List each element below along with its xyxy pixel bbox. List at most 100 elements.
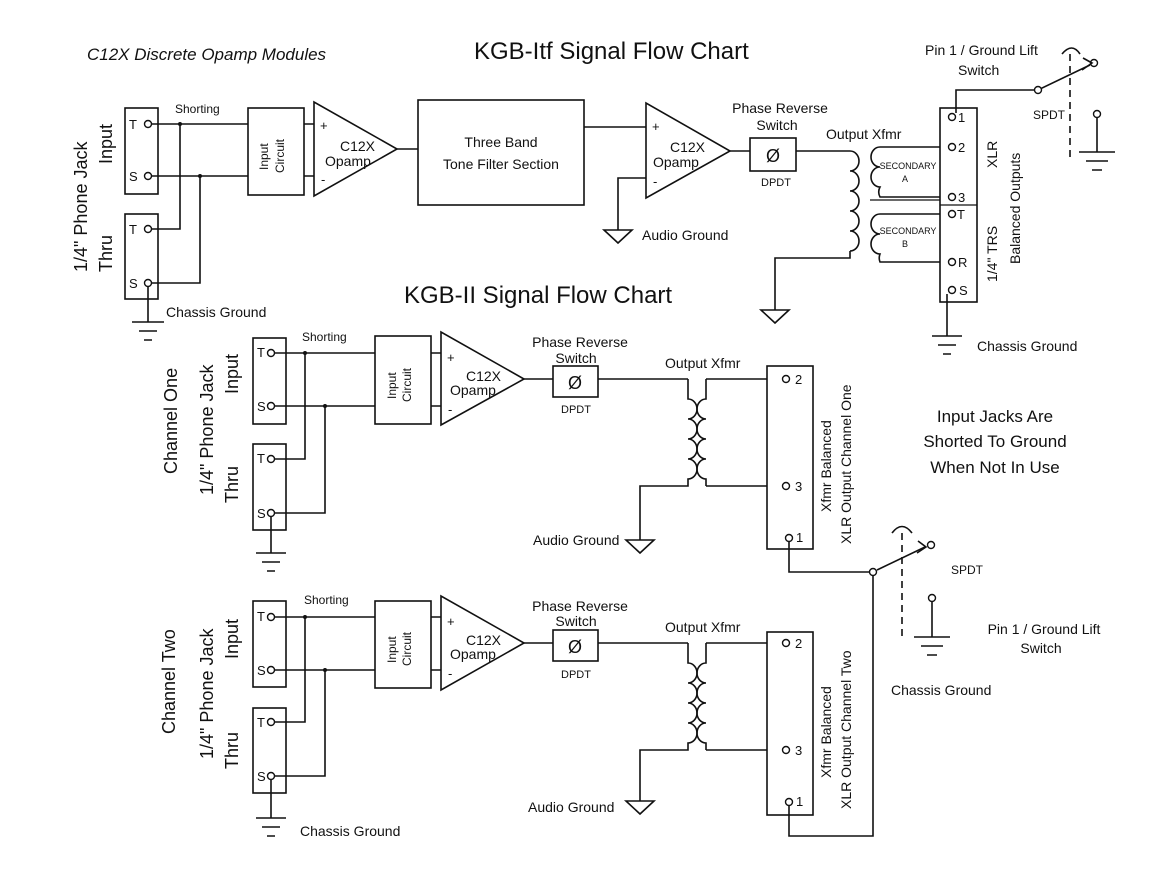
ch1-audio-ground: Audio Ground bbox=[533, 532, 619, 548]
ch1-thru-tip: T bbox=[257, 451, 265, 466]
ch2-phase-label-2: Switch bbox=[555, 613, 596, 629]
ii-lift-switch-lever[interactable] bbox=[876, 546, 926, 571]
ch2-opamp bbox=[440, 594, 526, 692]
ch1-opamp bbox=[440, 330, 526, 427]
itf-input-tip-label: T bbox=[129, 117, 137, 132]
itf-sec-b-label: SECONDARY bbox=[880, 226, 937, 236]
itf-opamp-1-plus: + bbox=[320, 118, 328, 133]
ch2-pin1: 1 bbox=[796, 794, 803, 809]
ch2-input-label: Input bbox=[222, 619, 242, 659]
ii-chassis-ground: Chassis Ground bbox=[891, 682, 991, 698]
note: Input Jacks Are Shorted To Ground When N… bbox=[923, 407, 1066, 477]
itf-pin3-label: 3 bbox=[958, 190, 965, 205]
channel-two-section: Channel Two 1/4" Phone Jack Input Thru T… bbox=[159, 593, 854, 839]
note-line-1: Input Jacks Are bbox=[937, 407, 1053, 426]
ch2-output-connector bbox=[766, 631, 814, 816]
ch1-xlr-output-label: XLR Output Channel One bbox=[838, 384, 854, 544]
itf-pin2-label: 2 bbox=[958, 140, 965, 155]
ch1-phase-label-1: Phase Reverse bbox=[532, 334, 628, 350]
itf-input-circuit bbox=[247, 107, 305, 196]
ch1-shorting-label: Shorting bbox=[302, 330, 347, 344]
ch1-opamp-plus: + bbox=[447, 350, 455, 365]
itf-thru-jack bbox=[124, 213, 159, 300]
itf-input-circuit-label-2: Circuit bbox=[273, 138, 287, 173]
ch1-phase-switch[interactable] bbox=[552, 365, 599, 398]
ch1-dpdt-label: DPDT bbox=[561, 404, 591, 416]
itf-sec-b-letter: B bbox=[902, 239, 908, 249]
itf-opamp-2-label-2: Opamp bbox=[653, 154, 699, 170]
itf-tone-label-1: Three Band bbox=[464, 134, 537, 150]
ch2-xlr-output-label: XLR Output Channel Two bbox=[838, 650, 854, 809]
ch2-opamp-minus: - bbox=[448, 666, 452, 681]
ch2-thru-sleeve: S bbox=[257, 769, 266, 784]
ch2-dpdt-label: DPDT bbox=[561, 669, 591, 681]
itf-dpdt-label: DPDT bbox=[761, 177, 791, 189]
ch1-opamp-minus: - bbox=[448, 402, 452, 417]
ch2-chassis-ground: Chassis Ground bbox=[300, 823, 400, 839]
ch1-output-connector bbox=[766, 365, 814, 550]
itf-shorting-label: Shorting bbox=[175, 102, 220, 116]
ch2-xfmr-label: Output Xfmr bbox=[665, 619, 741, 635]
itf-phase-label-2: Switch bbox=[756, 117, 797, 133]
itf-opamp-2-plus: + bbox=[652, 119, 660, 134]
ii-ground-lift: SPDT Chassis Ground Pin 1 / Ground Lift … bbox=[788, 525, 1101, 837]
itf-sec-a-label: SECONDARY bbox=[880, 161, 937, 171]
ch2-input-tip: T bbox=[257, 609, 265, 624]
itf-opamp-2 bbox=[645, 101, 732, 200]
itf-lift-switch-lever[interactable] bbox=[955, 64, 1091, 113]
ch2-thru-tip: T bbox=[257, 715, 265, 730]
itf-opamp-2-label-1: C12X bbox=[670, 139, 706, 155]
ch2-opamp-label-1: C12X bbox=[466, 632, 502, 648]
itf-sec-a-letter: A bbox=[902, 174, 908, 184]
itf-thru-sleeve-label: S bbox=[129, 276, 138, 291]
ch2-thru-label: Thru bbox=[222, 732, 242, 769]
itf-input-circuit-label-1: Input bbox=[257, 143, 271, 170]
itf-opamp-1 bbox=[313, 100, 399, 198]
itf-section: 1/4" Phone Jack Input Thru T S T S Short… bbox=[71, 42, 1115, 355]
ch1-input-circuit-label-1: Input bbox=[385, 372, 399, 399]
ch1-input-tip: T bbox=[257, 345, 265, 360]
ch2-phase-switch[interactable] bbox=[552, 629, 599, 662]
itf-phase-label-1: Phase Reverse bbox=[732, 100, 828, 116]
itf-xfmr-label: Output Xfmr bbox=[826, 126, 902, 142]
itf-lift-label-2: Switch bbox=[958, 62, 999, 78]
ch2-phase-label-1: Phase Reverse bbox=[532, 598, 628, 614]
ch1-phase-label-2: Switch bbox=[555, 350, 596, 366]
ch1-phone-jack-label: 1/4" Phone Jack bbox=[197, 364, 217, 495]
itf-output-chassis-ground: Chassis Ground bbox=[977, 338, 1077, 354]
ch1-input-circuit-label-2: Circuit bbox=[400, 367, 414, 402]
itf-input-jack bbox=[124, 107, 159, 195]
itf-trs-t-label: T bbox=[957, 207, 965, 222]
channel-one-section: Channel One 1/4" Phone Jack Input Thru T… bbox=[161, 330, 854, 572]
itf-lift-label-1: Pin 1 / Ground Lift bbox=[925, 42, 1038, 58]
ch1-thru-label: Thru bbox=[222, 466, 242, 503]
ch2-input-circuit-label-2: Circuit bbox=[400, 631, 414, 666]
itf-opamp-1-minus: - bbox=[321, 172, 325, 187]
ch1-input-label: Input bbox=[222, 354, 242, 394]
ch2-phase-symbol: Ø bbox=[568, 637, 582, 657]
ch2-opamp-label-2: Opamp bbox=[450, 646, 496, 662]
itf-trs-r-label: R bbox=[958, 255, 967, 270]
ch1-opamp-label-2: Opamp bbox=[450, 382, 496, 398]
ch1-pin3: 3 bbox=[795, 479, 802, 494]
channel-one-label: Channel One bbox=[161, 368, 181, 474]
ch1-thru-sleeve: S bbox=[257, 506, 266, 521]
itf-phase-switch[interactable] bbox=[749, 137, 797, 172]
itf-phase-symbol: Ø bbox=[766, 146, 780, 166]
itf-balanced-outputs-label: Balanced Outputs bbox=[1007, 153, 1023, 264]
ch2-phone-jack-label: 1/4" Phone Jack bbox=[197, 628, 217, 759]
itf-pin1-label: 1 bbox=[958, 110, 965, 125]
ch1-opamp-label-1: C12X bbox=[466, 368, 502, 384]
ch1-pin1: 1 bbox=[796, 530, 803, 545]
ch1-xfmr-balanced-label: Xfmr Balanced bbox=[818, 420, 834, 512]
ch2-input-circuit-label-1: Input bbox=[385, 636, 399, 663]
itf-audio-ground-label: Audio Ground bbox=[642, 227, 728, 243]
itf-xlr-label: XLR bbox=[984, 141, 1000, 168]
ch2-xfmr-balanced-label: Xfmr Balanced bbox=[818, 686, 834, 778]
ch2-pin3: 3 bbox=[795, 743, 802, 758]
ii-lift-label-1: Pin 1 / Ground Lift bbox=[988, 621, 1101, 637]
ch1-input-sleeve: S bbox=[257, 399, 266, 414]
ii-lift-label-2: Switch bbox=[1020, 640, 1061, 656]
